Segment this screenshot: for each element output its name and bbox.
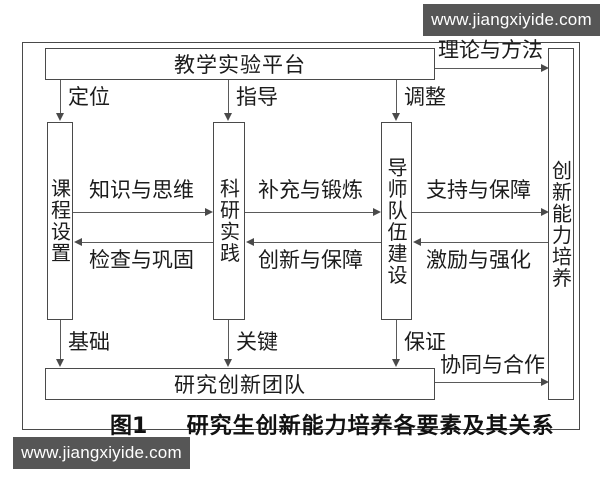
node-research-practice-label: 科研实践 [216,178,241,264]
edge-guidance-line [228,80,229,114]
edge-positioning-line [60,80,61,114]
edge-knowledge-thinking-label: 知识与思维 [89,178,194,202]
edge-guarantee-arrowhead [391,359,400,367]
node-course-setup-label: 课程设置 [47,178,72,264]
figure-caption-number: 图1 [110,414,148,439]
edge-foundation-label: 基础 [68,330,110,354]
edge-incentive-strengthen-arrowhead [413,237,421,246]
edge-check-consolidate-label: 检查与巩固 [89,248,194,272]
watermark-top-text: www.jiangxiyide.com [431,10,592,29]
edge-collaboration-line [435,382,543,383]
edge-supplement-training-label: 补充与锻炼 [258,178,363,202]
node-mentor-team-building-label: 导师队伍建设 [384,156,408,286]
edge-theory-method-label: 理论与方法 [438,38,543,62]
node-course-setup[interactable]: 课程设置 [47,122,73,320]
figure-caption-text: 研究生创新能力培养各要素及其关系 [186,414,555,439]
watermark-top: www.jiangxiyide.com [423,4,600,36]
edge-check-consolidate-arrowhead [74,237,82,246]
node-research-practice[interactable]: 科研实践 [213,122,245,320]
node-research-team-label: 研究创新团队 [174,373,306,397]
edge-adjustment-line [396,80,397,114]
edge-innovation-support-label: 创新与保障 [258,248,363,272]
edge-innovation-support-arrowhead [246,237,254,246]
edge-positioning-arrowhead [55,113,64,121]
edge-incentive-strengthen-line [420,242,548,243]
edge-knowledge-thinking-arrowhead [205,207,213,216]
edge-guarantee-line [396,320,397,360]
diagram-outer-frame [22,42,580,430]
edge-support-guarantee-arrowhead [541,207,549,216]
edge-incentive-strengthen-label: 激励与强化 [426,248,531,272]
watermark-bottom: www.jiangxiyide.com [13,437,190,469]
node-research-team[interactable]: 研究创新团队 [45,368,435,400]
edge-guarantee-label: 保证 [404,330,446,354]
edge-supplement-training-line [245,212,374,213]
edge-foundation-arrowhead [55,359,64,367]
edge-collaboration-arrowhead [541,377,549,386]
edge-key-line [228,320,229,360]
edge-guidance-label: 指导 [236,85,278,109]
edge-knowledge-thinking-line [73,212,206,213]
edge-key-arrowhead [223,359,232,367]
node-mentor-team-building[interactable]: 导师队伍建设 [381,122,412,320]
edge-theory-method-line [435,68,543,69]
edge-support-guarantee-label: 支持与保障 [426,178,531,202]
edge-guidance-arrowhead [223,113,232,121]
node-innovation-ability[interactable]: 创新能力培养 [548,48,574,400]
edge-positioning-label: 定位 [68,85,110,109]
figure-caption: 图1 研究生创新能力培养各要素及其关系 [110,408,555,440]
edge-adjustment-label: 调整 [404,85,446,109]
edge-innovation-support-line [253,242,381,243]
edge-key-label: 关键 [236,330,278,354]
edge-theory-method-arrowhead [541,63,549,72]
edge-check-consolidate-line [81,242,213,243]
node-innovation-ability-label: 创新能力培养 [548,159,573,289]
edge-support-guarantee-line [412,212,543,213]
node-teaching-platform[interactable]: 教学实验平台 [45,48,435,80]
edge-collaboration-label: 协同与合作 [440,353,545,377]
edge-supplement-training-arrowhead [373,207,381,216]
edge-adjustment-arrowhead [391,113,400,121]
watermark-bottom-text: www.jiangxiyide.com [21,443,182,462]
node-teaching-platform-label: 教学实验平台 [174,53,306,77]
edge-foundation-line [60,320,61,360]
